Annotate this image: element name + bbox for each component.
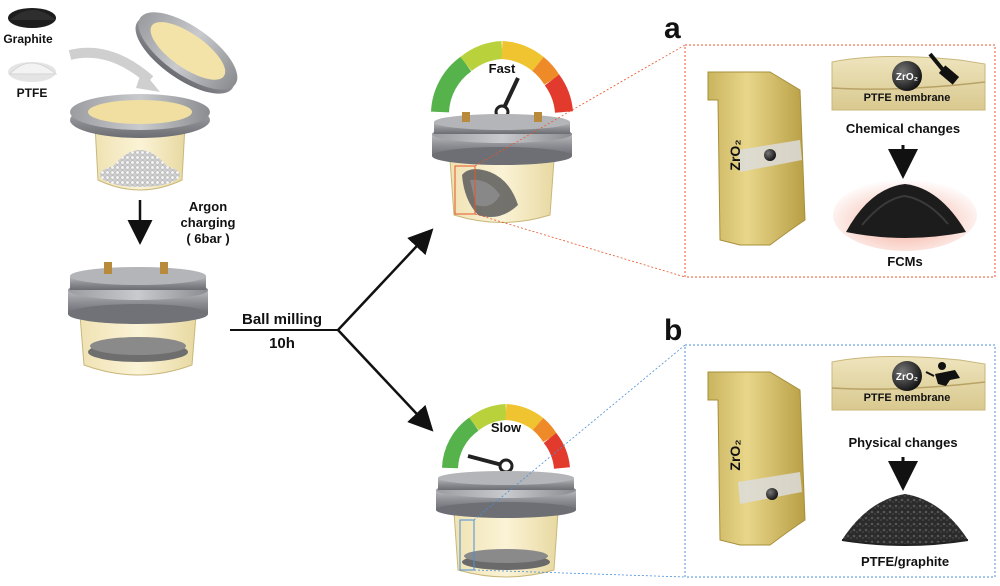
closed-jar xyxy=(68,262,208,376)
graphite-label: Graphite xyxy=(3,32,53,46)
slow-zoom-line-top xyxy=(473,344,686,521)
pouring-arrowhead xyxy=(136,70,160,92)
slow-label: Slow xyxy=(491,420,522,435)
slow-branch-arrow xyxy=(337,329,434,432)
ptfe-powder xyxy=(8,62,58,82)
fast-label: Fast xyxy=(489,61,516,76)
panel-b-membrane xyxy=(831,355,986,411)
ptfe-label: PTFE xyxy=(17,86,48,100)
panel-a-jar-wall xyxy=(707,71,806,246)
slow-gauge xyxy=(442,404,570,474)
panel-b-jar-wall xyxy=(707,371,806,546)
panel-a-product-label: FCMs xyxy=(887,254,922,269)
panel-b-product-label: PTFE/graphite xyxy=(861,554,949,569)
panel-b-letter: b xyxy=(664,314,682,347)
panel-a-ball-label: ZrO₂ xyxy=(896,72,918,83)
panel-a-letter: a xyxy=(664,12,681,45)
fast-zoom-line-bottom xyxy=(474,213,686,278)
graphite-powder xyxy=(8,8,56,28)
ball-milling-label: Ball milling xyxy=(242,311,322,328)
panel-b-change-label: Physical changes xyxy=(848,435,957,450)
slow-jar xyxy=(436,471,576,578)
pouring-arrow xyxy=(68,47,154,84)
panel-a-product-pile xyxy=(833,179,977,251)
panel-a-change-label: Chemical changes xyxy=(846,121,960,136)
panel-a-frame xyxy=(684,44,996,278)
sliding-person-icon xyxy=(925,362,960,386)
open-jar xyxy=(70,12,238,191)
fast-branch-arrow xyxy=(337,228,434,331)
fast-gauge xyxy=(431,41,573,120)
pressure-text: ( 6bar ) xyxy=(186,231,229,246)
charging-text: charging xyxy=(181,215,236,230)
slow-zoom-line-bottom xyxy=(473,569,686,578)
fast-zoom-line-top xyxy=(474,44,686,167)
duration-label: 10h xyxy=(269,335,295,352)
panel-b-frame xyxy=(684,344,996,578)
hammer-icon xyxy=(928,52,960,85)
panel-a-membrane-label: PTFE membrane xyxy=(864,92,951,104)
fast-jar xyxy=(432,112,572,223)
panel-a-jar-label: ZrO₂ xyxy=(727,139,743,170)
panel-b-ball-label: ZrO₂ xyxy=(896,372,918,383)
panel-b-jar-label: ZrO₂ xyxy=(727,439,743,470)
panel-b-membrane-label: PTFE membrane xyxy=(864,392,951,404)
argon-text: Argon xyxy=(189,199,227,214)
panel-b-product-pile xyxy=(841,494,969,546)
